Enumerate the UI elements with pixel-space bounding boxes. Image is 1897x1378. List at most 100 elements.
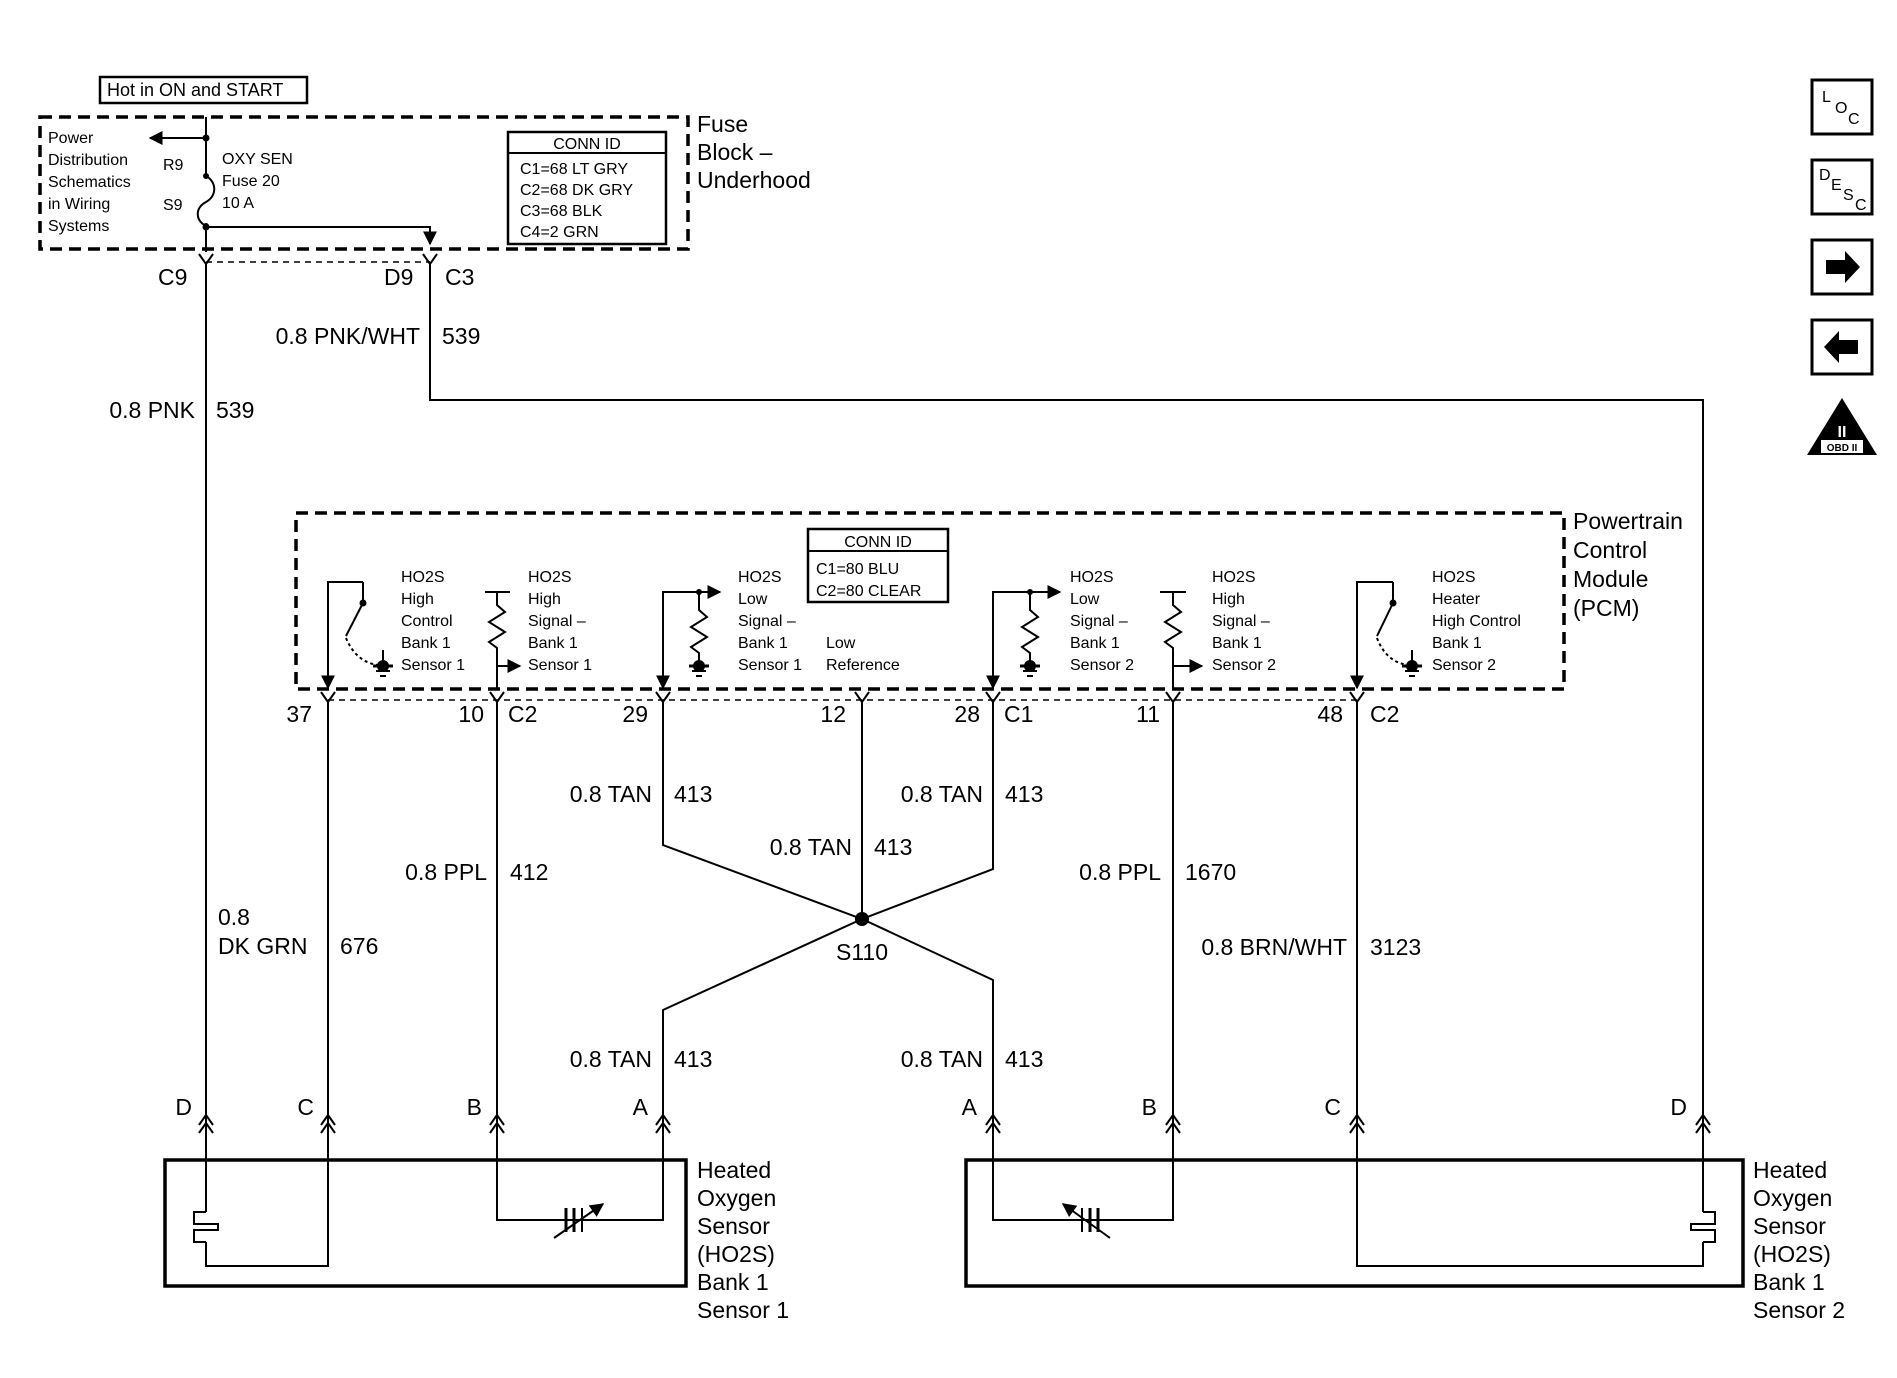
svg-text:C: C: [297, 1094, 314, 1120]
svg-text:Low: Low: [1070, 591, 1100, 608]
svg-text:Systems: Systems: [48, 218, 109, 235]
next-arrow-button[interactable]: [1810, 238, 1874, 296]
sensor-2-pin-labels: A B C D: [962, 1094, 1687, 1120]
svg-text:HO2S: HO2S: [1432, 569, 1476, 586]
svg-text:II: II: [1838, 424, 1847, 441]
sensor-connector-pins: [198, 1098, 1711, 1160]
svg-text:in Wiring: in Wiring: [48, 196, 110, 213]
svg-text:D9: D9: [384, 264, 413, 290]
sensor-1-element: [496, 1160, 664, 1239]
fuse-block-outline: [38, 115, 690, 251]
svg-text:High: High: [1212, 591, 1245, 608]
svg-text:413: 413: [674, 781, 712, 807]
fuse-block-internal-bus: [202, 223, 437, 246]
svg-text:Bank 1: Bank 1: [528, 635, 578, 652]
svg-text:C4=2 GRN: C4=2 GRN: [520, 224, 599, 241]
svg-text:676: 676: [340, 933, 378, 959]
svg-text:Distribution: Distribution: [48, 152, 128, 169]
obd-ii-button[interactable]: II OBD II: [1807, 398, 1877, 455]
svg-text:OBD II: OBD II: [1827, 443, 1858, 454]
svg-text:C3: C3: [445, 264, 474, 290]
svg-text:HO2S: HO2S: [738, 569, 782, 586]
svg-text:OXY SEN: OXY SEN: [222, 151, 293, 168]
sensor-2-element: [992, 1160, 1174, 1239]
svg-text:D: D: [1819, 167, 1831, 184]
svg-text:High: High: [401, 591, 434, 608]
svg-text:C9: C9: [158, 264, 187, 290]
svg-text:37: 37: [286, 701, 312, 727]
svg-text:HO2S: HO2S: [1070, 569, 1114, 586]
svg-text:Heater: Heater: [1432, 591, 1481, 608]
pcm-outline: [294, 511, 1566, 691]
svg-text:Powertrain: Powertrain: [1573, 508, 1683, 534]
sensor-2-heater: [1356, 1160, 1716, 1267]
svg-text:Sensor 2: Sensor 2: [1432, 657, 1496, 674]
pcm-circuit-high-signal-s2: HO2S High Signal – Bank 1 Sensor 2: [1160, 569, 1276, 688]
svg-text:Sensor 2: Sensor 2: [1070, 657, 1134, 674]
svg-text:413: 413: [874, 834, 912, 860]
svg-text:Heated: Heated: [697, 1157, 771, 1183]
arrow-right-icon: [1826, 251, 1860, 283]
svg-text:Control: Control: [401, 613, 453, 630]
pcm-circuit-high-signal-s1: HO2S High Signal – Bank 1 Sensor 1: [485, 569, 592, 688]
pcm-pins: 37 10 C2 29 12 28 C1 11 48 C2: [286, 691, 1399, 727]
svg-text:HO2S: HO2S: [401, 569, 445, 586]
svg-text:Heated: Heated: [1753, 1157, 1827, 1183]
svg-text:C3=68 BLK: C3=68 BLK: [520, 203, 603, 220]
svg-text:0.8 PPL: 0.8 PPL: [1079, 859, 1161, 885]
wire-dk-grn-676: 0.8 DK GRN 676: [218, 702, 378, 1098]
svg-text:Fuse: Fuse: [697, 111, 748, 137]
svg-text:Module: Module: [1573, 566, 1648, 592]
svg-text:B: B: [467, 1094, 482, 1120]
sensor-2-body: [964, 1158, 1745, 1288]
svg-text:Block –: Block –: [697, 139, 773, 165]
svg-text:0.8 TAN: 0.8 TAN: [901, 781, 983, 807]
svg-text:CONN ID: CONN ID: [553, 136, 621, 153]
svg-text:Sensor 1: Sensor 1: [528, 657, 592, 674]
svg-text:Oxygen: Oxygen: [1753, 1185, 1832, 1211]
svg-text:0.8 PNK/WHT: 0.8 PNK/WHT: [276, 323, 420, 349]
wire-brn-wht-3123: 0.8 BRN/WHT 3123: [1201, 702, 1421, 1098]
svg-text:C1=80 BLU: C1=80 BLU: [816, 561, 899, 578]
svg-text:O: O: [1835, 100, 1847, 117]
svg-text:(PCM): (PCM): [1573, 595, 1639, 621]
svg-text:A: A: [962, 1094, 978, 1120]
svg-text:0.8 PPL: 0.8 PPL: [405, 859, 487, 885]
svg-text:Low: Low: [738, 591, 768, 608]
fuse-block-pins: C9 D9 C3: [158, 253, 474, 290]
svg-text:Reference: Reference: [826, 657, 900, 674]
svg-text:Bank 1: Bank 1: [1070, 635, 1120, 652]
svg-text:539: 539: [442, 323, 480, 349]
svg-text:Signal –: Signal –: [1070, 613, 1128, 630]
svg-text:Signal –: Signal –: [1212, 613, 1270, 630]
sensor-1-body: [163, 1158, 688, 1288]
svg-text:539: 539: [216, 397, 254, 423]
svg-text:S9: S9: [163, 197, 183, 214]
svg-text:Sensor 1: Sensor 1: [401, 657, 465, 674]
svg-text:C1: C1: [1004, 701, 1033, 727]
power-source-label: Hot in ON and START: [98, 75, 309, 105]
svg-text:10 A: 10 A: [222, 195, 254, 212]
prev-arrow-button[interactable]: [1810, 318, 1874, 376]
sensor-2-title: Heated Oxygen Sensor (HO2S) Bank 1 Senso…: [1753, 1157, 1845, 1323]
svg-text:28: 28: [954, 701, 980, 727]
svg-text:Oxygen: Oxygen: [697, 1185, 776, 1211]
desc-button[interactable]: D E S C: [1810, 158, 1874, 216]
pcm-circuit-high-control-s1: HO2S High Control Bank 1 Sensor 1: [321, 569, 465, 690]
svg-text:C2: C2: [508, 701, 537, 727]
svg-text:0.8 TAN: 0.8 TAN: [770, 834, 852, 860]
svg-text:C: C: [1855, 197, 1867, 214]
wire-tan-413-network: 0.8 TAN 413 0.8 TAN 413 0.8 TAN 413 0.8 …: [570, 702, 1043, 1098]
svg-text:10: 10: [458, 701, 484, 727]
svg-text:Sensor 2: Sensor 2: [1753, 1297, 1845, 1323]
svg-text:Sensor 2: Sensor 2: [1212, 657, 1276, 674]
svg-text:0.8 BRN/WHT: 0.8 BRN/WHT: [1201, 934, 1347, 960]
svg-text:S: S: [1843, 187, 1854, 204]
svg-text:Sensor: Sensor: [1753, 1213, 1826, 1239]
svg-text:A: A: [633, 1094, 649, 1120]
wire-pnk-wht-539: 0.8 PNK/WHT 539: [276, 264, 1704, 1098]
svg-text:Bank 1: Bank 1: [1753, 1269, 1825, 1295]
svg-text:Fuse 20: Fuse 20: [222, 173, 280, 190]
loc-button[interactable]: L O C: [1810, 78, 1874, 136]
pcm-circuit-heater-control-s2: HO2S Heater High Control Bank 1 Sensor 2: [1350, 569, 1521, 690]
